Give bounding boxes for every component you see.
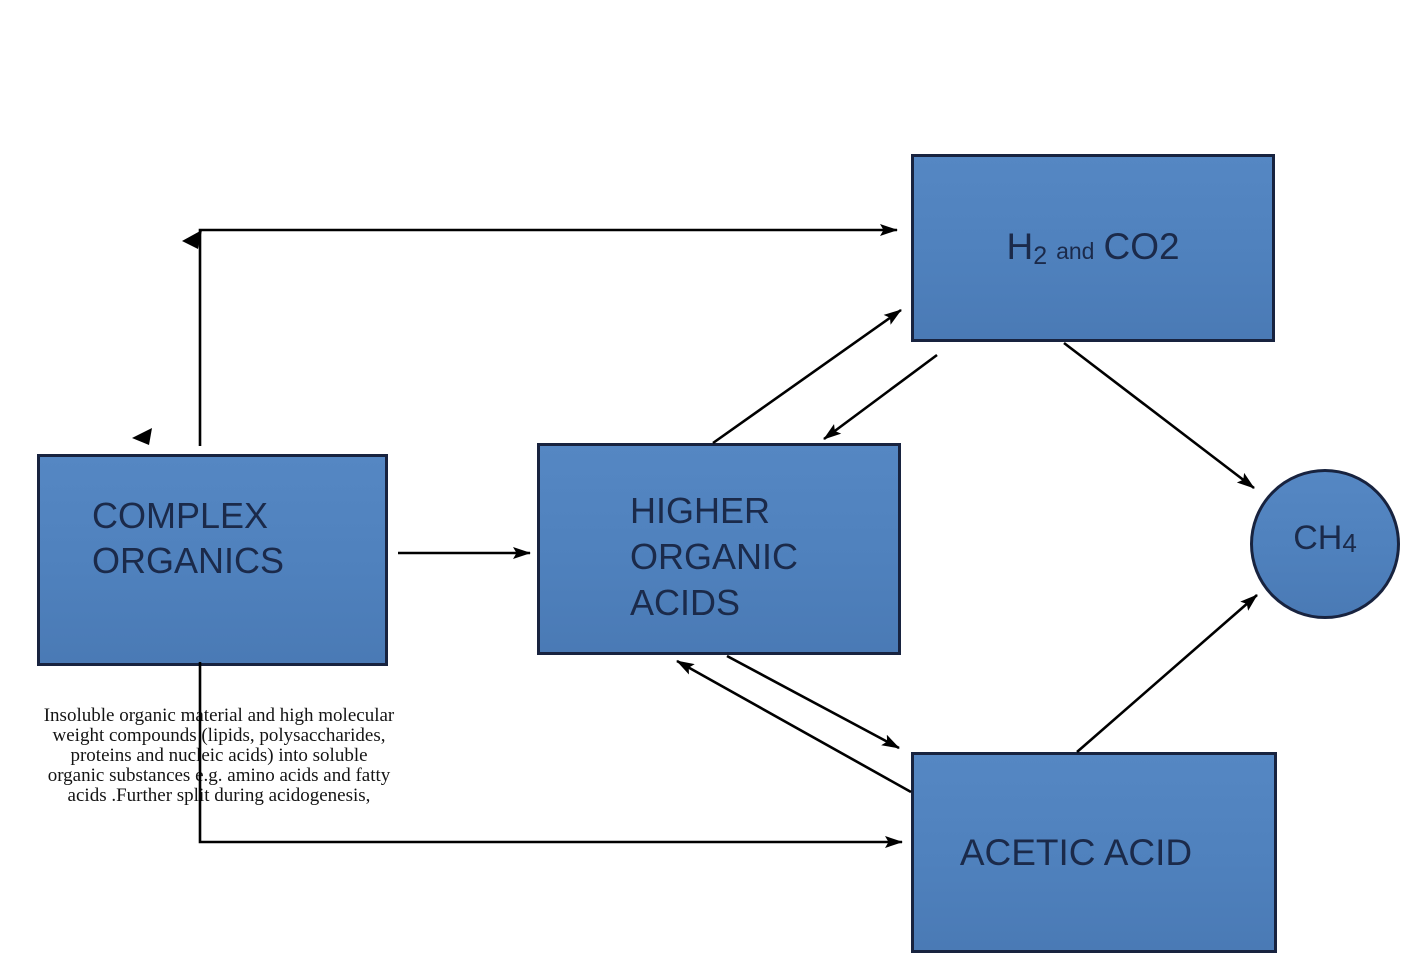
caption-line: Insoluble organic material and high mole…: [43, 705, 395, 726]
node-complex-organics-line1: COMPLEX: [92, 495, 269, 536]
caption-line: weight compounds (lipids, polysaccharide…: [52, 725, 386, 746]
caption-line: proteins and nucleic acids) into soluble: [70, 745, 368, 766]
arrow-complex-organics-to-h2-co2: [198, 224, 898, 446]
caption-text: Insoluble organic material and high mole…: [40, 706, 398, 806]
arrow-higher-organic-acids-to-acetic-acid: [726, 654, 900, 750]
node-higher-organic-acids: HIGHER ORGANIC ACIDS: [537, 443, 901, 655]
node-higher-organic-acids-line3: ACIDS: [630, 582, 741, 623]
caption-line: organic substances e.g. amino acids and …: [47, 765, 391, 786]
arrow-h2-co2-to-ch4: [1063, 341, 1255, 490]
arrow-acetic-acid-to-higher-organic-acids: [676, 659, 912, 794]
node-acetic-acid: ACETIC ACID: [911, 752, 1277, 953]
node-ch4: CH4: [1250, 469, 1400, 619]
node-complex-organics: COMPLEX ORGANICS: [37, 454, 388, 666]
node-acetic-acid-label: ACETIC ACID: [959, 831, 1193, 873]
node-ch4-label: CH4: [1293, 519, 1357, 558]
stray-arrowhead-above-complex-organics: [132, 428, 152, 445]
node-complex-organics-line2: ORGANICS: [92, 540, 285, 581]
stray-arrowhead-elbow: [182, 230, 202, 249]
node-higher-organic-acids-line1: HIGHER: [630, 490, 771, 531]
caption-line: acids .Further split during acidogenesis…: [67, 785, 371, 806]
arrow-h2-co2-to-higher-organic-acids: [823, 353, 938, 441]
arrow-acetic-acid-to-ch4: [1076, 594, 1258, 753]
node-higher-organic-acids-line2: ORGANIC: [630, 536, 799, 577]
arrow-higher-organic-acids-to-h2-co2: [712, 308, 902, 445]
